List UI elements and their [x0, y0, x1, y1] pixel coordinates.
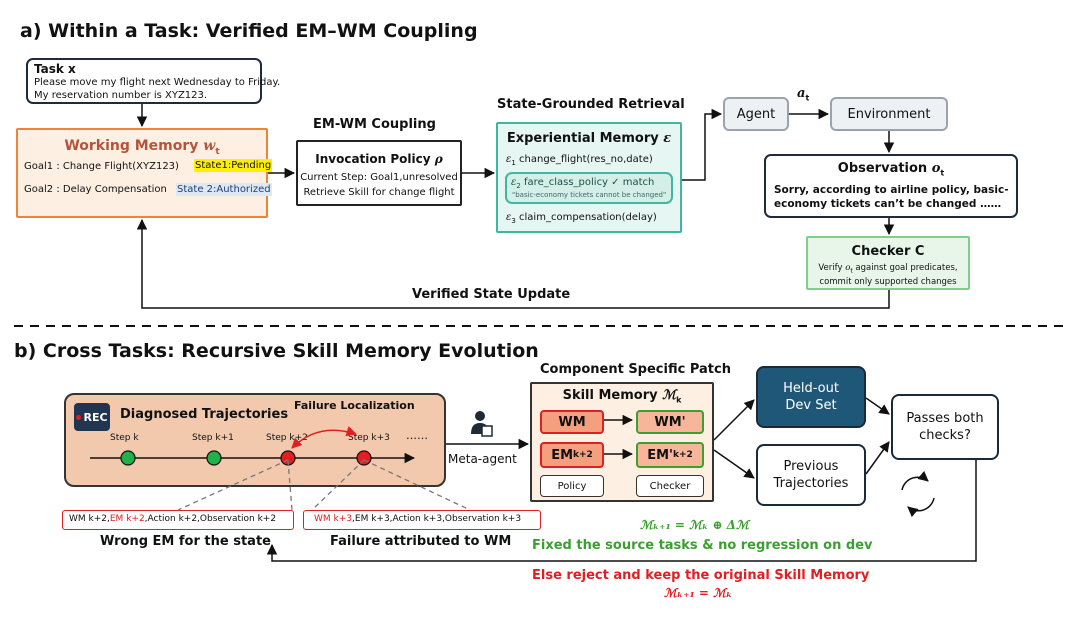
- em-prime-component: EM'k+2: [636, 442, 704, 468]
- previous-line-1: Previous: [783, 459, 839, 474]
- previous-line-2: Trajectories: [773, 476, 849, 491]
- step-dot-1: [206, 450, 222, 466]
- agent-box: Agent: [723, 97, 789, 131]
- task-line-1: Please move my flight next Wednesday to …: [34, 77, 281, 88]
- checker-component: Checker: [636, 475, 704, 497]
- passes-line-2: checks?: [919, 428, 971, 443]
- goal-2: Goal2 : Delay Compensation: [24, 184, 167, 195]
- state-1-badge: State1:Pending: [194, 159, 273, 172]
- accept-formula: ℳₖ₊₁ = ℳₖ ⊕ Δℳ: [640, 518, 749, 532]
- step-dot-0: [120, 450, 136, 466]
- failure-case-2-label: Failure attributed to WM: [330, 534, 512, 549]
- retrieval-label: State-Grounded Retrieval: [497, 97, 685, 112]
- callout-step-k2-right: [287, 459, 293, 511]
- diagnosed-trajectories-box: REC Diagnosed Trajectories Failure Local…: [64, 393, 446, 487]
- checker-text: Verify ot against goal predicates, commi…: [818, 263, 958, 287]
- step-label-2: Step k+2: [266, 433, 308, 443]
- em-entry-3: ε3 claim_compensation(delay): [506, 212, 657, 225]
- goal-1: Goal1 : Change Flight(XYZ123): [24, 161, 179, 172]
- step-dot-3: [356, 450, 372, 466]
- verified-update-label: Verified State Update: [412, 287, 571, 302]
- arrow-return-loop: [266, 460, 977, 562]
- heldout-line-2: Dev Set: [785, 398, 837, 413]
- arrow-to-previous: [713, 449, 755, 479]
- rec-icon: REC: [74, 403, 110, 431]
- wm-component: WM: [540, 410, 604, 434]
- heldout-line-1: Held-out: [783, 381, 839, 396]
- callout-step-k3-left: [311, 459, 365, 511]
- arrow-verified-update: [136, 218, 890, 309]
- failure-localization-arrow: [291, 426, 358, 449]
- policy-component: Policy: [540, 475, 604, 497]
- em-entry-2: ε2 fare_class_policy ✓ match: [511, 177, 655, 190]
- environment-box: Environment: [830, 97, 948, 131]
- patch-label: Component Specific Patch: [540, 362, 731, 377]
- experiential-memory-box: Experiential Memory ε ε1 change_flight(r…: [496, 122, 682, 233]
- failure-case-2: WM k+3,EM k+3,Action k+3,Observation k+3: [303, 510, 541, 530]
- callout-step-k3-right: [363, 459, 471, 511]
- em-entry-1: ε1 change_flight(res_no,date): [506, 154, 653, 167]
- arrow-em-to-agent: [682, 108, 723, 181]
- arrow-heldout-to-passes: [865, 397, 890, 415]
- experiential-memory-title: Experiential Memory ε: [506, 131, 672, 146]
- state-2-badge: State 2:Authorized: [176, 183, 272, 196]
- observation-text: Sorry, according to airline policy, basi…: [774, 184, 1009, 210]
- reject-text: Else reject and keep the original Skill …: [532, 568, 870, 583]
- previous-trajectories-box: Previous Trajectories: [756, 444, 866, 506]
- arrow-previous-to-passes: [865, 441, 890, 475]
- invocation-line-1: Current Step: Goal1,unresolved: [300, 172, 458, 183]
- task-line-2: My reservation number is XYZ123.: [34, 90, 208, 101]
- coupling-label: EM-WM Coupling: [313, 117, 436, 132]
- heldout-dev-set-box: Held-out Dev Set: [756, 366, 866, 428]
- step-label-0: Step k: [110, 433, 139, 443]
- reject-formula: ℳₖ₊₁ = ℳₖ: [664, 586, 733, 600]
- step-label-1: Step k+1: [192, 433, 234, 443]
- checker-title: Checker C: [851, 244, 925, 259]
- diagnosed-title: Diagnosed Trajectories: [120, 407, 289, 422]
- passes-line-1: Passes both: [906, 411, 984, 426]
- section-a-title: a) Within a Task: Verified EM–WM Couplin…: [20, 20, 478, 42]
- observation-box: Observation ot Sorry, according to airli…: [764, 154, 1018, 218]
- cycle-icon: [901, 470, 935, 518]
- meta-agent-label: Meta-agent: [448, 452, 517, 466]
- skill-memory-title: Skill Memory ℳk: [562, 388, 682, 405]
- passes-checks-box: Passes both checks?: [891, 394, 999, 460]
- failure-case-1-label: Wrong EM for the state: [100, 534, 271, 549]
- observation-title: Observation ot: [837, 161, 945, 178]
- arrow-to-heldout: [713, 399, 755, 441]
- task-heading: Task x: [34, 62, 76, 76]
- task-box: Task x Please move my flight next Wednes…: [26, 58, 281, 104]
- wm-prime-component: WM': [636, 410, 704, 434]
- working-memory-title: Working Memory wt: [64, 138, 220, 157]
- callout-step-k2-left: [177, 459, 289, 511]
- action-label: at: [797, 86, 810, 103]
- meta-agent-icon: [468, 408, 494, 438]
- invocation-policy-title: Invocation Policy ρ: [315, 152, 443, 166]
- em-entry-2-note: "basic-economy tickets cannot be changed…: [512, 191, 667, 199]
- steps-ellipsis: ……: [406, 429, 428, 442]
- invocation-policy-box: Invocation Policy ρ Current Step: Goal1,…: [296, 140, 462, 206]
- working-memory-box: Working Memory wt Goal1 : Change Flight(…: [16, 128, 273, 218]
- step-label-3: Step k+3: [348, 433, 390, 443]
- checker-box: Checker C Verify ot against goal predica…: [806, 236, 970, 290]
- failure-localization-label: Failure Localization: [294, 399, 415, 412]
- failure-case-1: WM k+2,EM k+2,Action k+2,Observation k+2: [62, 510, 294, 530]
- invocation-line-2: Retrieve Skill for change flight: [303, 187, 455, 198]
- section-b-title: b) Cross Tasks: Recursive Skill Memory E…: [14, 340, 539, 362]
- accept-text: Fixed the source tasks & no regression o…: [532, 538, 873, 553]
- em-entry-2-highlight: ε2 fare_class_policy ✓ match "basic-econ…: [505, 172, 673, 204]
